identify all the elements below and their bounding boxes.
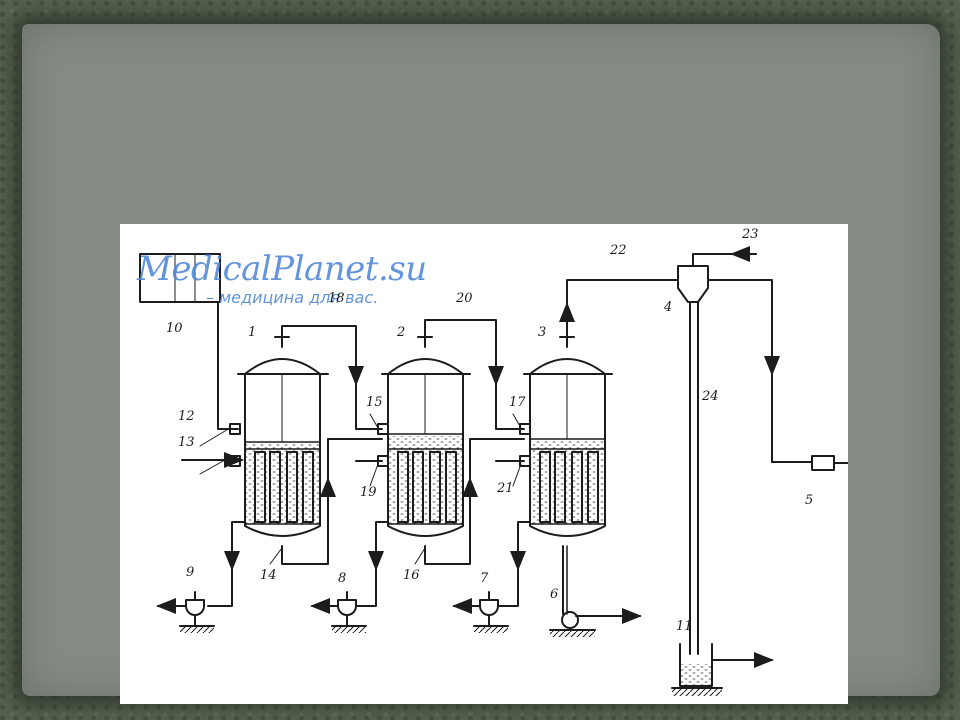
transfer-pipe-14 <box>281 477 336 565</box>
label-13: 13 <box>178 435 195 450</box>
condenser-4 <box>664 246 848 471</box>
label-20: 20 <box>456 291 473 306</box>
vapour-pipe-18 <box>281 325 364 386</box>
label-21: 21 <box>497 481 514 496</box>
label-11: 11 <box>676 619 693 634</box>
evaporator-2 <box>381 336 471 537</box>
evaporator-3 <box>523 336 613 537</box>
trap-7 <box>454 592 509 633</box>
valve-13 <box>229 455 241 467</box>
label-1: 1 <box>248 325 257 340</box>
pump-6 <box>549 545 642 637</box>
label-6: 6 <box>550 587 559 602</box>
vacuum-pump-5 <box>811 455 835 471</box>
label-8: 8 <box>338 571 347 586</box>
label-3: 3 <box>538 325 547 340</box>
watermark-tagline: – медицина для вас. <box>206 288 379 307</box>
label-22: 22 <box>610 243 627 258</box>
transfer-pipe-16 <box>424 477 478 565</box>
valve-15 <box>377 423 389 435</box>
barometric-leg-24 <box>689 301 699 655</box>
hotwell-11 <box>671 643 774 696</box>
label-2: 2 <box>397 325 406 340</box>
label-10: 10 <box>166 321 183 336</box>
label-4: 4 <box>664 300 673 315</box>
label-23: 23 <box>742 227 759 242</box>
label-16: 16 <box>403 568 420 583</box>
label-14: 14 <box>260 568 277 583</box>
label-5: 5 <box>805 493 814 508</box>
trap-8 <box>312 592 367 633</box>
label-7: 7 <box>480 571 489 586</box>
label-24: 24 <box>702 389 719 404</box>
label-17: 17 <box>509 395 526 410</box>
label-19: 19 <box>360 485 377 500</box>
label-9: 9 <box>186 565 195 580</box>
condensate-pipe-9 <box>207 521 246 607</box>
condensate-pipe-7 <box>497 521 531 607</box>
diagram-drawing <box>120 246 848 696</box>
condensate-pipe-8 <box>355 521 389 607</box>
feed-pipe <box>217 301 239 430</box>
trap-9 <box>158 592 215 633</box>
feed-tank-10 <box>139 253 221 303</box>
vapour-pipe-22 <box>566 279 679 338</box>
vacuum-line <box>664 279 773 463</box>
evaporator-1 <box>237 336 329 537</box>
vapour-pipe-20 <box>424 319 504 386</box>
evaporator-diagram: MedicalPlanet.su – медицина для вас. 10 … <box>120 224 848 704</box>
valve-12 <box>229 423 241 435</box>
valve-17 <box>519 423 531 435</box>
label-12: 12 <box>178 409 195 424</box>
watermark-title: MedicalPlanet.su <box>137 249 427 289</box>
label-18: 18 <box>328 291 345 306</box>
label-15: 15 <box>366 395 383 410</box>
